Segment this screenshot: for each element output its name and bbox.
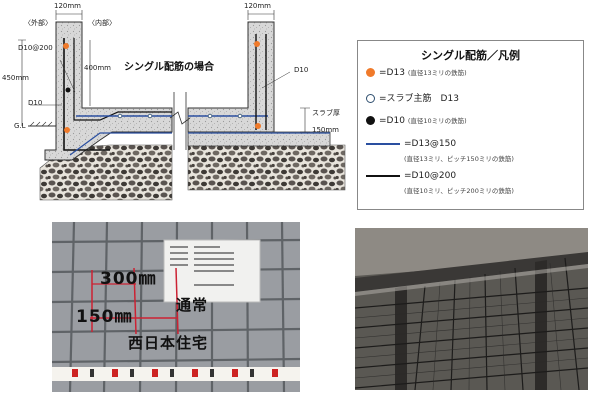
diagram-title: シングル配筋の場合 — [124, 62, 214, 73]
blue-line-icon — [366, 142, 400, 145]
label-company: 西日本住宅 — [128, 334, 209, 352]
photo-site-rebar — [355, 228, 588, 390]
black-dot-icon — [366, 116, 375, 125]
legend-item-d13-150: =D13@150 — [366, 139, 456, 149]
rebar-grid-illustration — [52, 222, 300, 392]
legend-item-d10: =D10 (直径10ミリの鉄筋) — [366, 115, 467, 126]
legend-item-slab-main: =スラブ主筋 D13 — [366, 91, 459, 104]
inner-label: 〈内部〉 — [88, 19, 116, 27]
label-normal: 通常 — [176, 296, 209, 314]
dim-top-left: 120mm — [54, 2, 81, 10]
height-450-label: 450mm — [2, 74, 29, 82]
legend-item-d10-200: =D10@200 — [366, 171, 456, 181]
legend-item-d13-150-sub: (直径13ミリ、ピッチ150ミリの鉄筋) — [404, 155, 514, 163]
black-line-icon — [366, 174, 400, 177]
legend-title: シングル配筋／凡例 — [421, 49, 520, 62]
legend-box: シングル配筋／凡例 =D13 (直径13ミリの鉄筋) =スラブ主筋 D13 =D… — [357, 40, 584, 210]
bar-d10-200-label: D10@200 — [18, 44, 53, 52]
label-150mm: 150㎜ — [76, 307, 133, 327]
d10-left-label: D10 — [28, 99, 43, 107]
hollow-circle-icon — [366, 94, 375, 103]
outer-label: 〈外部〉 — [24, 19, 52, 27]
foundation-section-diagram — [18, 10, 346, 201]
legend-item-d13: =D13 (直径13ミリの鉄筋) — [366, 67, 467, 78]
orange-dot-icon — [366, 68, 375, 77]
photo-rebar-measure: 300㎜ 150㎜ 通常 西日本住宅 — [52, 222, 300, 392]
slab-thickness-label: スラブ厚 — [312, 109, 340, 117]
dim-top-right: 120mm — [244, 2, 271, 10]
site-rebar-illustration — [355, 228, 588, 390]
height-400-label: 400mm — [84, 64, 111, 72]
slab-150-label: 150mm — [312, 126, 339, 134]
gl-label: G.L — [14, 122, 26, 130]
label-300mm: 300㎜ — [100, 269, 157, 289]
d10-right-label: D10 — [294, 66, 309, 74]
legend-item-d10-200-sub: (直径10ミリ、ピッチ200ミリの鉄筋) — [404, 187, 514, 195]
